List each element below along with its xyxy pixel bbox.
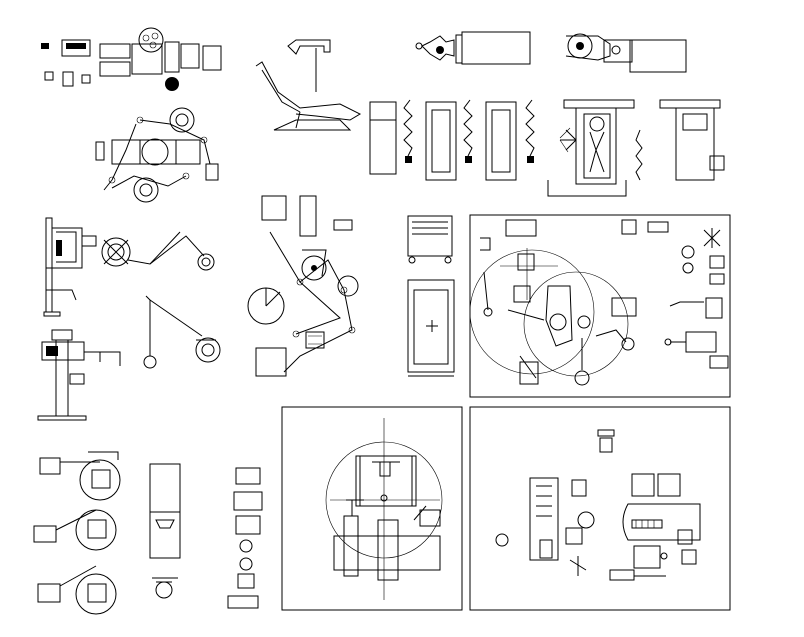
dental-chair-side <box>255 39 362 131</box>
room-plan-center <box>281 406 463 611</box>
xray-column <box>37 329 121 421</box>
room-plan-bottom-right <box>469 406 731 611</box>
room-plan-right <box>469 214 731 398</box>
instrument-tray-top-2 <box>565 33 687 73</box>
operatory-plan <box>247 195 359 377</box>
cabinet-elevation <box>149 463 181 599</box>
stretchers-row <box>369 99 535 181</box>
xray-wall-unit <box>43 217 97 317</box>
lamp-details <box>33 451 121 615</box>
small-fixtures <box>227 467 263 609</box>
cart-and-bed <box>407 215 455 377</box>
articulated-arm-unit <box>95 107 219 203</box>
instrument-tray-top <box>415 31 531 65</box>
patient-table-top <box>547 99 725 197</box>
dental-unit-top <box>41 27 222 91</box>
lamp-arms <box>101 231 221 369</box>
